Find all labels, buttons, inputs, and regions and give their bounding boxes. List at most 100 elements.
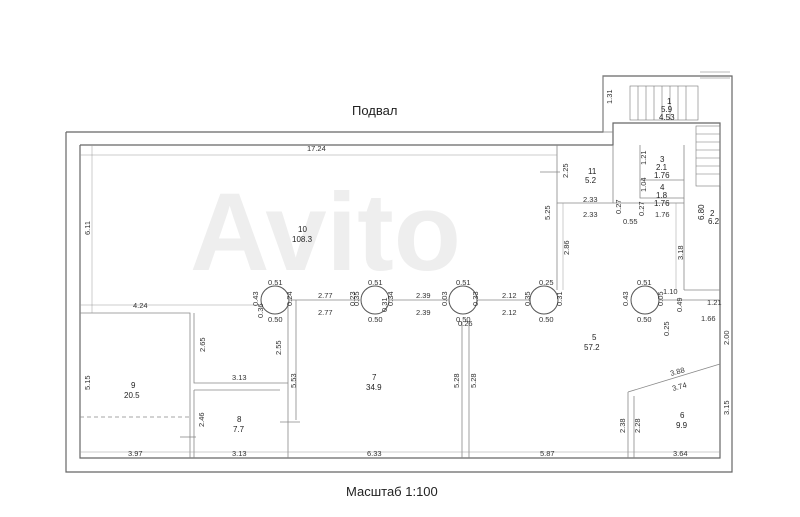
dim-label: 5.25 xyxy=(543,205,552,220)
column xyxy=(448,285,478,315)
dim-label: 2.33 xyxy=(583,195,598,204)
dim-label: 2.39 xyxy=(416,291,431,300)
dim-label: 2.77 xyxy=(318,291,333,300)
dim-label: 2.46 xyxy=(197,412,206,427)
dim-label: 1.31 xyxy=(605,89,614,104)
svg-text:7.7: 7.7 xyxy=(233,425,245,434)
dim-label: 0.50 xyxy=(539,315,554,324)
svg-text:7: 7 xyxy=(372,373,377,382)
dim-label: 2.55 xyxy=(274,340,283,355)
dim-label: 3.88 xyxy=(669,365,685,377)
svg-text:20.5: 20.5 xyxy=(124,391,140,400)
column xyxy=(360,285,390,315)
dim-label: 1.66 xyxy=(701,314,716,323)
dim-label: 1.04 xyxy=(639,177,648,192)
dim-label: 3.13 xyxy=(232,373,247,382)
dim-label: 5.53 xyxy=(289,373,298,388)
dim-label: 2.77 xyxy=(318,308,333,317)
dim-label: 2.65 xyxy=(198,337,207,352)
dim-label: 5.87 xyxy=(540,449,555,458)
room-3: 3 2.1 1.76 xyxy=(654,155,670,180)
dim-label: 2.25 xyxy=(561,163,570,178)
dim-label: 2.28 xyxy=(633,418,642,433)
svg-text:5.9: 5.9 xyxy=(661,105,673,114)
dim-label: 0.50 xyxy=(268,315,283,324)
room-9: 9 20.5 xyxy=(124,381,140,400)
svg-text:4: 4 xyxy=(660,183,665,192)
dim-label: 5.28 xyxy=(469,373,478,388)
dim-label: 0.27 xyxy=(637,201,646,216)
dim-label: 1.76 xyxy=(655,210,670,219)
dim-label: 0.43 xyxy=(621,291,630,306)
svg-text:1.76: 1.76 xyxy=(654,199,670,208)
svg-text:9: 9 xyxy=(131,381,136,390)
svg-text:9.9: 9.9 xyxy=(676,421,688,430)
dim-label: 0.24 xyxy=(285,291,294,306)
room-4: 4 1.8 1.76 xyxy=(654,183,670,208)
dim-label: 0.31 xyxy=(380,297,389,312)
dim-label: 0.05 xyxy=(656,291,665,306)
room-labels: 1 5.9 4.53 2 6.2 6.80 3 2.1 1.76 4 1.8 1… xyxy=(124,97,720,434)
dim-label: 0.50 xyxy=(368,315,383,324)
dim-label: 0.03 xyxy=(440,291,449,306)
dim-label: 2.33 xyxy=(583,210,598,219)
dim-label: 0.35 xyxy=(523,291,532,306)
interior-walls xyxy=(80,145,721,458)
dim-label: 2.00 xyxy=(722,330,731,345)
stair-top xyxy=(629,71,730,121)
columns xyxy=(260,285,660,315)
dim-label: 0.51 xyxy=(268,278,283,287)
dim-label: 2.12 xyxy=(502,291,517,300)
dim-label: 17.24 xyxy=(307,144,326,153)
dim-label: 0.51 xyxy=(368,278,383,287)
column xyxy=(529,285,559,315)
dim-label: 0.25 xyxy=(662,321,671,336)
stair-side xyxy=(695,125,721,187)
svg-text:108.3: 108.3 xyxy=(292,235,313,244)
dim-label: 3.15 xyxy=(722,400,731,415)
svg-text:6: 6 xyxy=(680,411,685,420)
svg-text:11: 11 xyxy=(588,167,597,176)
dim-label: 5.28 xyxy=(452,373,461,388)
dim-label: 1.21 xyxy=(639,150,648,165)
dim-label: 0.31 xyxy=(555,291,564,306)
svg-text:57.2: 57.2 xyxy=(584,343,600,352)
svg-text:8: 8 xyxy=(237,415,242,424)
dimension-lines xyxy=(80,145,720,453)
dim-label: 0.23 xyxy=(348,291,357,306)
dim-label: 5.15 xyxy=(83,375,92,390)
plan-title: Подвал xyxy=(352,103,397,118)
dim-label: 3.97 xyxy=(128,449,143,458)
dim-label: 0.50 xyxy=(637,315,652,324)
dim-label: 0.51 xyxy=(637,278,652,287)
svg-text:1.8: 1.8 xyxy=(656,191,668,200)
watermark: Avito xyxy=(190,171,461,294)
room-6: 6 9.9 xyxy=(676,411,688,430)
dim-label: 6.11 xyxy=(83,221,92,235)
dim-label: 0.49 xyxy=(675,297,684,312)
svg-text:6.2: 6.2 xyxy=(708,217,720,226)
dim-label: 1.10 xyxy=(663,287,678,296)
room-1: 1 5.9 4.53 xyxy=(659,97,675,122)
dim-label: 0.33 xyxy=(471,291,480,306)
dim-label: 0.27 xyxy=(614,199,623,214)
svg-text:34.9: 34.9 xyxy=(366,383,382,392)
dim-label: 0.26 xyxy=(458,319,473,328)
dim-label: 0.36 xyxy=(256,303,265,318)
room-2: 2 6.2 6.80 xyxy=(697,204,720,226)
dim-label: 1.21 xyxy=(707,298,722,307)
dim-label: 0.34 xyxy=(386,291,395,306)
dim-label: 0.25 xyxy=(539,278,554,287)
room-5: 5 57.2 xyxy=(584,333,600,352)
dimension-labels: 17.24 6.11 4.24 1.31 1.21 2.25 2.33 2.33… xyxy=(83,89,731,458)
dim-label: 0.43 xyxy=(251,291,260,306)
svg-text:3: 3 xyxy=(660,155,665,164)
room-11: 11 5.2 xyxy=(585,167,597,185)
dim-label: 3.18 xyxy=(676,245,685,260)
dim-label: 2.86 xyxy=(562,240,571,255)
svg-text:6.80: 6.80 xyxy=(697,204,706,220)
svg-text:1.76: 1.76 xyxy=(654,171,670,180)
dim-label: 0.51 xyxy=(456,278,471,287)
dim-label: 3.74 xyxy=(671,380,687,392)
